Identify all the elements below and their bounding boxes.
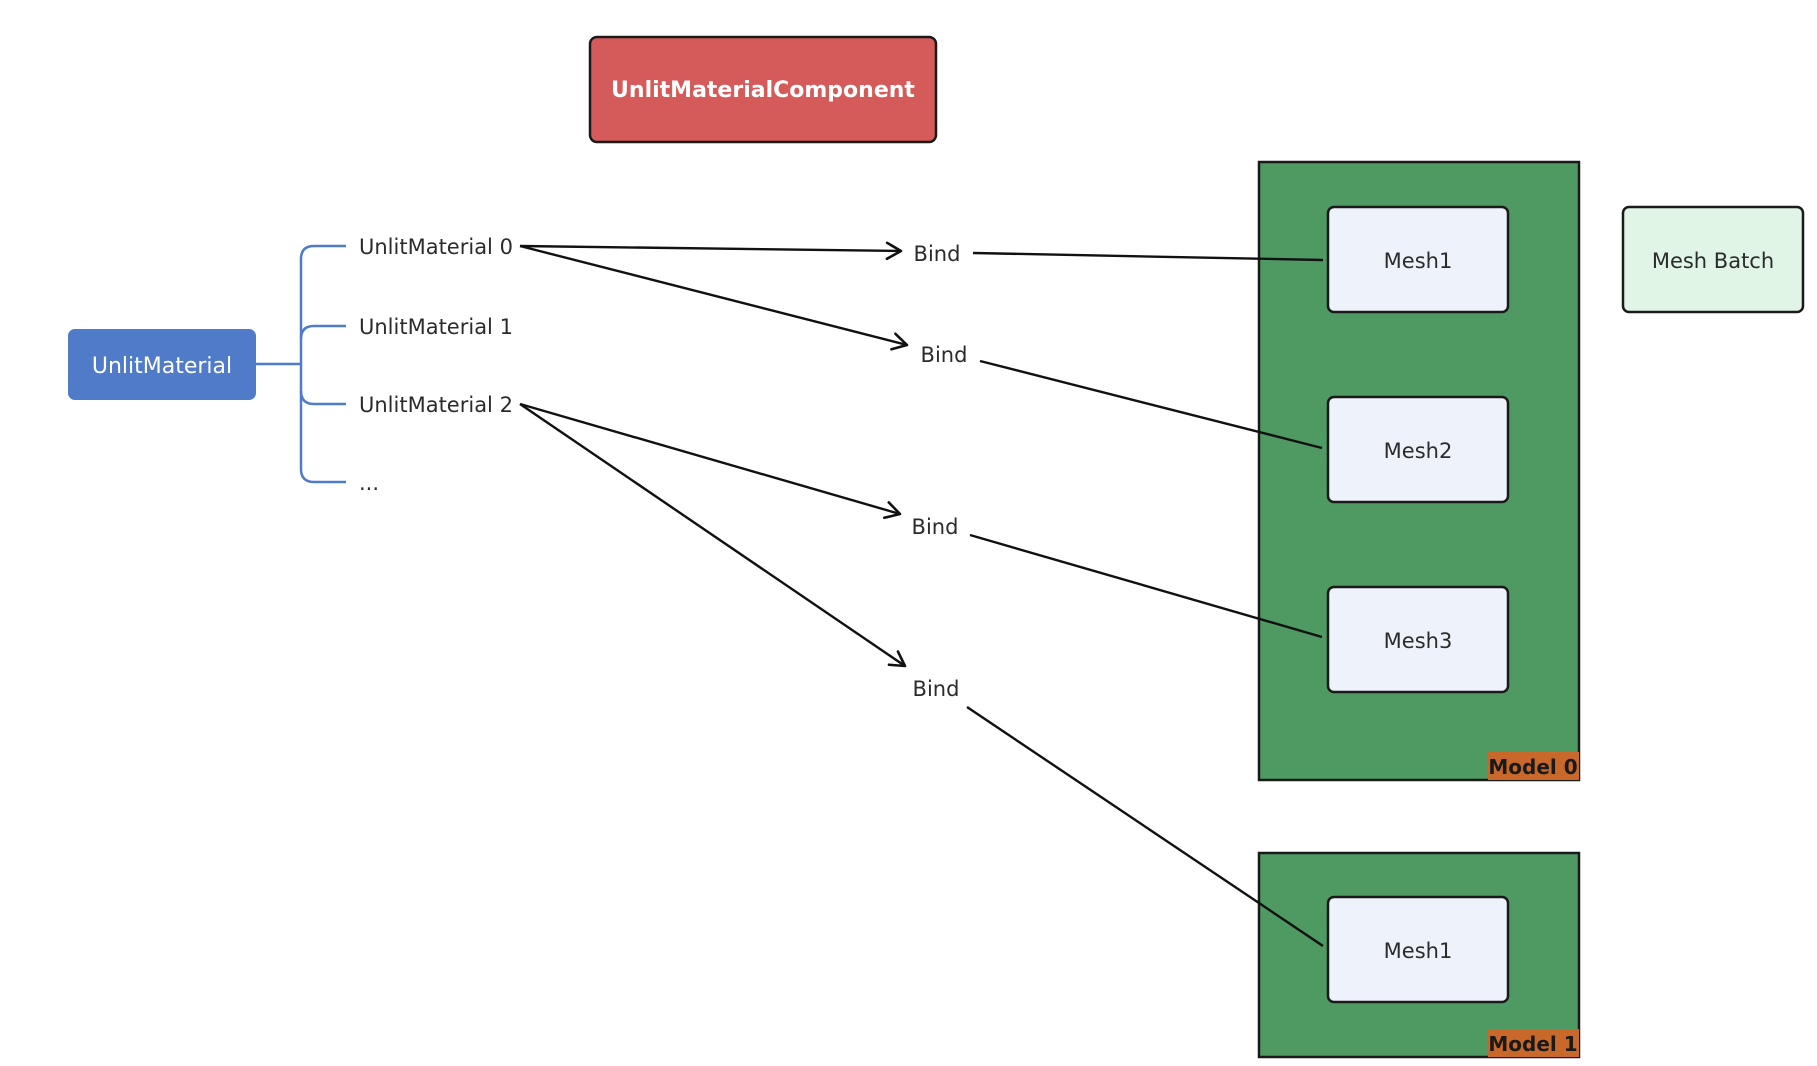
branch-unlit-material-2: UnlitMaterial 2: [359, 393, 513, 417]
bind-edge: [969, 533, 1323, 639]
model-0-tag-label: Model 0: [1488, 755, 1577, 779]
bind-edge: [519, 244, 909, 351]
tree-bracket: [256, 244, 346, 484]
model-1-tag-label: Model 1: [1488, 1032, 1577, 1056]
root-label: UnlitMaterial: [92, 354, 232, 379]
mesh-label: Mesh1: [1384, 249, 1453, 273]
unlit-material-root: UnlitMaterial: [68, 329, 256, 400]
bind-edge-label: Bind: [912, 515, 959, 539]
branch-ellipsis: ...: [359, 471, 379, 495]
mesh-node: Mesh3: [1326, 585, 1510, 694]
mesh-node: Mesh2: [1326, 395, 1510, 504]
mesh-node: Mesh1: [1326, 205, 1510, 314]
bind-edge: [519, 402, 902, 520]
title-node: UnlitMaterialComponent: [588, 35, 938, 144]
mesh-batch-legend: Mesh Batch: [1621, 205, 1805, 314]
mesh-node: Mesh1: [1326, 895, 1510, 1004]
branch-unlit-material-0: UnlitMaterial 0: [359, 235, 513, 259]
bind-edge-label: Bind: [913, 677, 960, 701]
bind-edges: [519, 241, 1324, 947]
bind-edge: [966, 706, 1324, 947]
bind-edge-label: Bind: [914, 242, 961, 266]
mesh-label: Mesh2: [1384, 439, 1453, 463]
mesh-batch-label: Mesh Batch: [1652, 249, 1774, 273]
model-0-tag: [1488, 752, 1579, 780]
bind-edge-label: Bind: [921, 343, 968, 367]
mesh-label: Mesh1: [1384, 939, 1453, 963]
bind-edge: [519, 241, 903, 261]
branch-unlit-material-1: UnlitMaterial 1: [359, 315, 513, 339]
bind-edge: [979, 359, 1323, 450]
model-1-tag: [1488, 1029, 1579, 1057]
mesh-label: Mesh3: [1384, 629, 1453, 653]
bind-edge: [519, 403, 907, 668]
bind-edge: [972, 251, 1324, 262]
title-label: UnlitMaterialComponent: [611, 78, 915, 103]
